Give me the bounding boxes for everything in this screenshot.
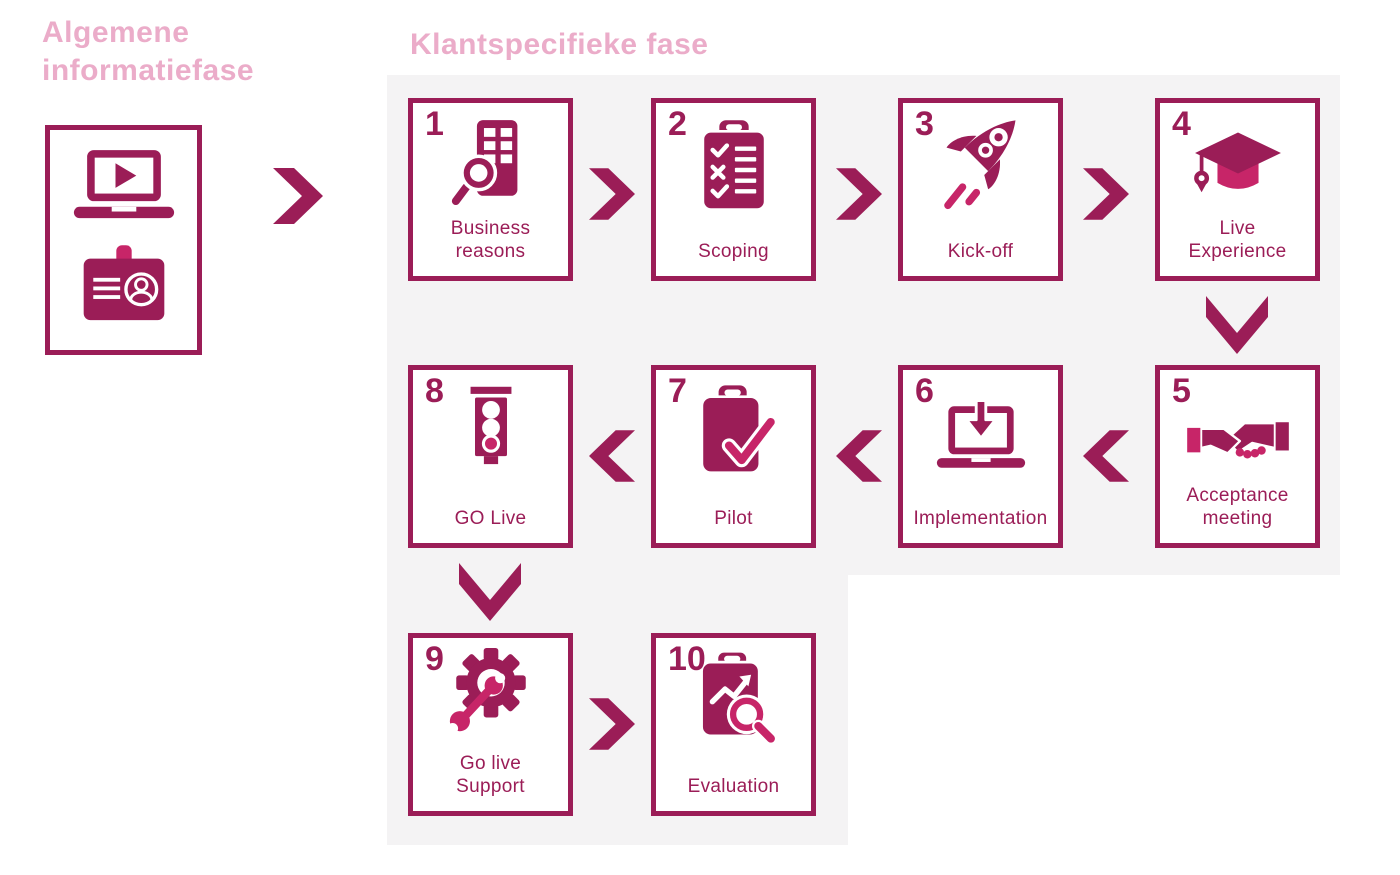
step-number: 8: [425, 372, 444, 410]
arrow-left-icon: [836, 430, 882, 482]
laptop-video-icon: [73, 150, 174, 219]
client-phase-title: Klantspecifieke fase: [410, 28, 709, 61]
building-search-icon: [451, 120, 517, 206]
step-number: 2: [668, 105, 687, 143]
step-box-go-live: 8 GO Live: [408, 365, 573, 548]
laptop-download-icon: [936, 399, 1025, 468]
arrow-right-icon: [836, 168, 882, 220]
step-number: 10: [668, 640, 706, 678]
step-number: 5: [1172, 372, 1191, 410]
step-label: Implementation: [913, 507, 1048, 529]
general-phase-title: Algemene informatiefase: [42, 16, 255, 87]
step-box-go-live-support: 9 Go live Support: [408, 633, 573, 816]
step-box-kick-off: 3 Kick-off: [898, 98, 1063, 281]
general-info-box: [45, 125, 202, 355]
arrow-left-icon: [1083, 430, 1129, 482]
step-label: Go live Support: [456, 753, 525, 797]
handshake-icon: [1185, 420, 1290, 459]
step-label: Scoping: [698, 240, 769, 262]
step-box-evaluation: 10 Evaluation: [651, 633, 816, 816]
step-label: Live Experience: [1188, 218, 1287, 262]
step-box-business-reasons: 1 Business reasons: [408, 98, 573, 281]
clipboard-chart-search-icon: [699, 649, 777, 745]
traffic-light-icon: [470, 386, 511, 465]
step-number: 1: [425, 105, 444, 143]
step-label: Business reasons: [450, 218, 531, 262]
arrow-right-icon: [273, 168, 323, 224]
step-box-acceptance-meeting: 5 Acceptance meeting: [1155, 365, 1320, 548]
step-label: Pilot: [714, 507, 753, 529]
id-badge-icon: [83, 245, 164, 321]
step-number: 9: [425, 640, 444, 678]
step-box-pilot: 7 Pilot: [651, 365, 816, 548]
rocket-icon: [943, 120, 1015, 210]
step-number: 7: [668, 372, 687, 410]
step-label: GO Live: [454, 507, 527, 529]
checklist-icon: [701, 117, 766, 211]
step-box-scoping: 2 Scoping: [651, 98, 816, 281]
arrow-right-icon: [589, 698, 635, 750]
arrow-right-icon: [589, 168, 635, 220]
step-box-live-experience: 4 Live Experience: [1155, 98, 1320, 281]
arrow-down-icon: [459, 563, 521, 621]
arrow-right-icon: [1083, 168, 1129, 220]
step-label: Kick-off: [947, 240, 1014, 262]
clipboard-check-icon: [700, 382, 777, 475]
step-label: Acceptance meeting: [1186, 485, 1289, 529]
step-label: Evaluation: [687, 775, 780, 797]
gear-wrench-icon: [446, 648, 526, 734]
graduation-cap-icon: [1193, 132, 1281, 193]
step-number: 3: [915, 105, 934, 143]
arrow-left-icon: [589, 430, 635, 482]
step-number: 6: [915, 372, 934, 410]
arrow-down-icon: [1206, 296, 1268, 354]
step-number: 4: [1172, 105, 1191, 143]
step-box-implementation: 6 Implementation: [898, 365, 1063, 548]
